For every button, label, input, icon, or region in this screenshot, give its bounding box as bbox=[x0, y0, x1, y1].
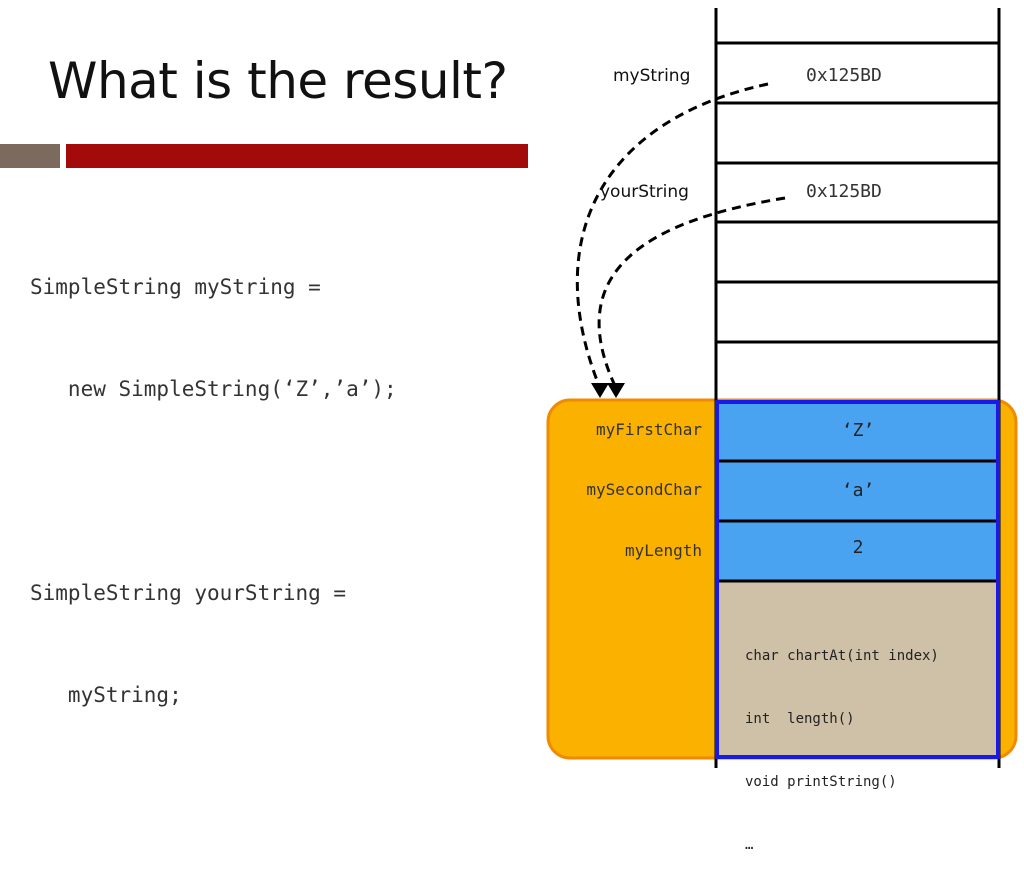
stack-var-value-yourstring: 0x125BD bbox=[806, 181, 882, 202]
field-cell-myfirstchar bbox=[718, 402, 998, 460]
code-block: SimpleString myString = new SimpleString… bbox=[30, 202, 397, 746]
methods-list: char chartAt(int index) int length() voi… bbox=[745, 604, 939, 877]
method-item: char chartAt(int index) bbox=[745, 648, 939, 664]
stack-var-label-mystring: myString bbox=[613, 66, 691, 86]
method-item: void printString() bbox=[745, 774, 897, 790]
field-value-myfirstchar: ‘Z’ bbox=[841, 420, 875, 441]
field-label-mylength: myLength bbox=[624, 541, 702, 560]
methods-cell bbox=[718, 582, 998, 758]
memory-row-lines bbox=[716, 41, 999, 583]
code-line: myString; bbox=[30, 683, 182, 707]
slide-title: What is the result? bbox=[48, 52, 508, 110]
arrowhead-yourstring bbox=[607, 383, 625, 398]
code-line: SimpleString myString = bbox=[30, 275, 321, 299]
method-item: … bbox=[745, 837, 754, 853]
field-cell-mylength bbox=[718, 522, 998, 580]
code-gap bbox=[30, 474, 397, 508]
accent-bar-red bbox=[66, 144, 528, 168]
field-label-mysecondchar: mySecondChar bbox=[586, 480, 702, 499]
field-value-mylength: 2 bbox=[852, 537, 864, 558]
code-line: new SimpleString(‘Z’,’a’); bbox=[30, 377, 397, 401]
stack-var-value-mystring: 0x125BD bbox=[806, 65, 882, 86]
stack-var-label-yourstring: yourString bbox=[600, 182, 689, 202]
accent-bar-dark bbox=[0, 144, 60, 168]
code-line: SimpleString yourString = bbox=[30, 581, 347, 605]
arrow-yourstring bbox=[597, 196, 786, 389]
field-label-myfirstchar: myFirstChar bbox=[596, 420, 702, 439]
field-value-mysecondchar: ‘a’ bbox=[841, 480, 875, 501]
arrowhead-mystring bbox=[591, 383, 609, 398]
memory-diagram bbox=[546, 8, 1018, 768]
object-outline bbox=[715, 400, 1000, 759]
method-item: int length() bbox=[745, 711, 855, 727]
arrow-mystring bbox=[575, 82, 769, 389]
field-cell-mysecondchar bbox=[718, 462, 998, 520]
